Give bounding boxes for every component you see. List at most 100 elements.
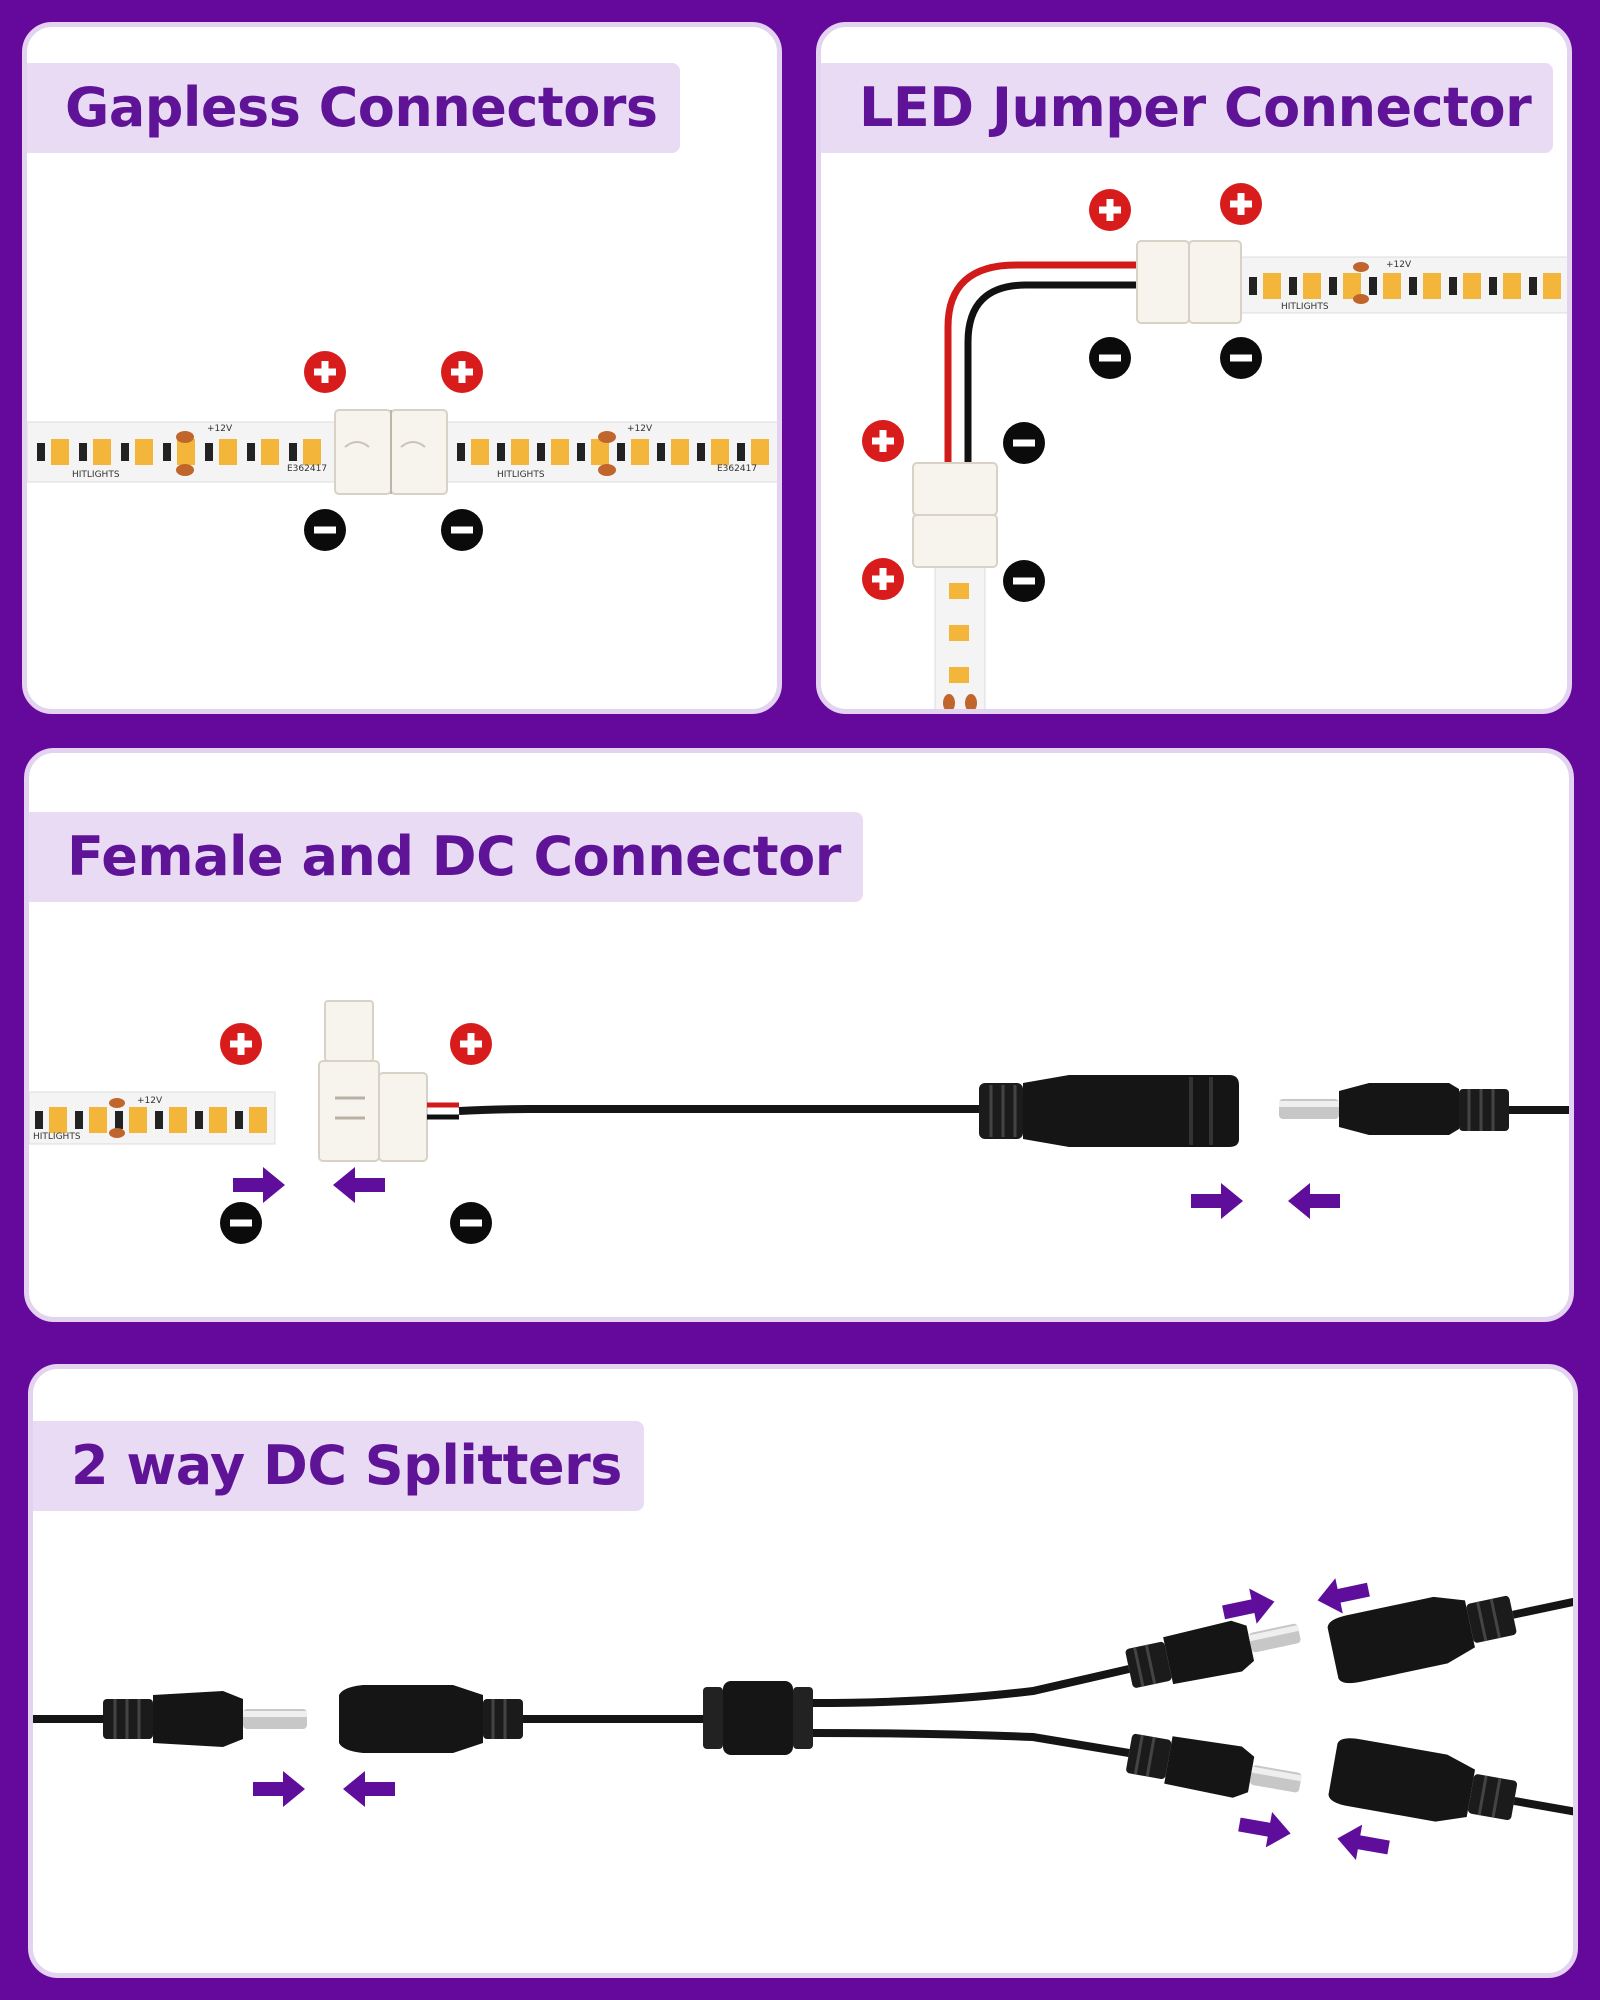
led-chip bbox=[1343, 273, 1361, 299]
led-strip-right bbox=[446, 421, 777, 483]
led-chip bbox=[1463, 273, 1481, 299]
led-chip bbox=[711, 439, 729, 465]
led-chip bbox=[1263, 273, 1281, 299]
resistor-chip bbox=[235, 1111, 243, 1129]
resistor-chip bbox=[35, 1111, 43, 1129]
jumper-connector-top bbox=[1136, 240, 1242, 324]
jumper-connector-bottom bbox=[912, 462, 998, 568]
female-dc-jack bbox=[979, 1075, 1239, 1147]
resistor-chip bbox=[79, 443, 87, 461]
plus-circle-icon bbox=[862, 420, 904, 462]
strip-cert-label: E362417 bbox=[717, 464, 757, 474]
led-chip bbox=[129, 1107, 147, 1133]
resistor-chip bbox=[497, 443, 505, 461]
resistor-chip bbox=[457, 443, 465, 461]
gapless-connector-illustration: HITLIGHTS HITLIGHTS +12V +12V E362417 E3… bbox=[27, 351, 777, 551]
resistor-chip bbox=[577, 443, 585, 461]
led-strip-short: HITLIGHTS +12V bbox=[29, 1091, 276, 1145]
strip-to-dc-connector bbox=[318, 1000, 428, 1162]
led-chip bbox=[631, 439, 649, 465]
led-chip bbox=[49, 1107, 67, 1133]
led-strip-horizontal: HITLIGHTS +12V bbox=[1236, 256, 1567, 314]
dc-splitter-illustration bbox=[33, 1578, 1573, 1861]
led-chip bbox=[89, 1107, 107, 1133]
led-chip bbox=[219, 439, 237, 465]
arrow-icon bbox=[343, 1771, 395, 1807]
led-chip bbox=[249, 1107, 267, 1133]
plus-circle-icon bbox=[304, 351, 346, 393]
resistor-chip bbox=[163, 443, 171, 461]
male-dc-plug bbox=[1279, 1083, 1569, 1135]
resistor-chip bbox=[289, 443, 297, 461]
led-chip bbox=[471, 439, 489, 465]
strip-voltage-label: +12V bbox=[207, 424, 233, 434]
led-chip bbox=[169, 1107, 187, 1133]
female-dc-connector-panel: Female and DC Connector HITLIGHTS +12V bbox=[24, 748, 1574, 1322]
led-chip bbox=[135, 439, 153, 465]
strip-voltage-label: +12V bbox=[1386, 260, 1412, 270]
led-chip bbox=[93, 439, 111, 465]
arrow-icon bbox=[333, 1167, 385, 1203]
splitter-female-jack bbox=[339, 1685, 703, 1753]
resistor-chip bbox=[1449, 277, 1457, 295]
led-chip bbox=[1383, 273, 1401, 299]
minus-circle-icon bbox=[450, 1202, 492, 1244]
led-chip bbox=[591, 439, 609, 465]
panel-title-female-dc: Female and DC Connector bbox=[29, 812, 863, 902]
resistor-chip bbox=[1369, 277, 1377, 295]
splitter-junction bbox=[703, 1665, 1130, 1757]
led-chip bbox=[51, 439, 69, 465]
resistor-chip bbox=[1329, 277, 1337, 295]
arrow-icon bbox=[1288, 1183, 1340, 1219]
resistor-chip bbox=[75, 1111, 83, 1129]
arrow-icon bbox=[1222, 1588, 1275, 1624]
resistor-chip bbox=[697, 443, 705, 461]
jumper-connector-illustration: HITLIGHTS +12V bbox=[862, 183, 1567, 709]
led-chip bbox=[1503, 273, 1521, 299]
strip-brand-label: HITLIGHTS bbox=[497, 470, 545, 480]
female-jack-bottom bbox=[1328, 1738, 1573, 1826]
resistor-chip bbox=[205, 443, 213, 461]
minus-circle-icon bbox=[1220, 337, 1262, 379]
dc-cable bbox=[427, 1102, 979, 1120]
arrow-icon bbox=[1317, 1578, 1370, 1614]
plus-circle-icon bbox=[220, 1023, 262, 1065]
female-jack-top bbox=[1327, 1586, 1573, 1684]
resistor-chip bbox=[1249, 277, 1257, 295]
arrow-icon bbox=[1238, 1811, 1291, 1848]
input-male-plug bbox=[33, 1691, 307, 1747]
led-chip bbox=[177, 439, 195, 465]
minus-circle-icon bbox=[1089, 337, 1131, 379]
resistor-chip bbox=[1489, 277, 1497, 295]
plus-circle-icon bbox=[441, 351, 483, 393]
led-chip bbox=[303, 439, 321, 465]
strip-cert-label: E362417 bbox=[287, 464, 327, 474]
cut-pads bbox=[176, 431, 616, 476]
resistor-chip bbox=[537, 443, 545, 461]
led-chip bbox=[1543, 273, 1561, 299]
led-chip bbox=[511, 439, 529, 465]
led-chip bbox=[1303, 273, 1321, 299]
strip-brand-label: HITLIGHTS bbox=[1281, 302, 1329, 312]
led-strip-vertical bbox=[934, 562, 986, 709]
minus-circle-icon bbox=[1003, 560, 1045, 602]
gapless-connectors-panel: Gapless Connectors HITLIGHTS HITLIGHTS +… bbox=[22, 22, 782, 714]
led-chip bbox=[209, 1107, 227, 1133]
output-male-plug-top bbox=[1125, 1620, 1301, 1688]
arrow-icon bbox=[253, 1771, 305, 1807]
strip-voltage-label: +12V bbox=[137, 1096, 163, 1106]
panel-title-splitter: 2 way DC Splitters bbox=[33, 1421, 644, 1511]
led-strip-left bbox=[27, 421, 338, 483]
resistor-chip bbox=[37, 443, 45, 461]
minus-circle-icon bbox=[1003, 422, 1045, 464]
resistor-chip bbox=[115, 1111, 123, 1129]
strip-voltage-label: +12V bbox=[627, 424, 653, 434]
dc-splitter-panel: 2 way DC Splitters bbox=[28, 1364, 1578, 1978]
arrow-icon bbox=[1337, 1824, 1390, 1861]
led-chip bbox=[261, 439, 279, 465]
led-chip bbox=[671, 439, 689, 465]
resistor-chip bbox=[195, 1111, 203, 1129]
gapless-connector-body bbox=[334, 409, 448, 495]
led-chip bbox=[751, 439, 769, 465]
resistor-chip bbox=[657, 443, 665, 461]
